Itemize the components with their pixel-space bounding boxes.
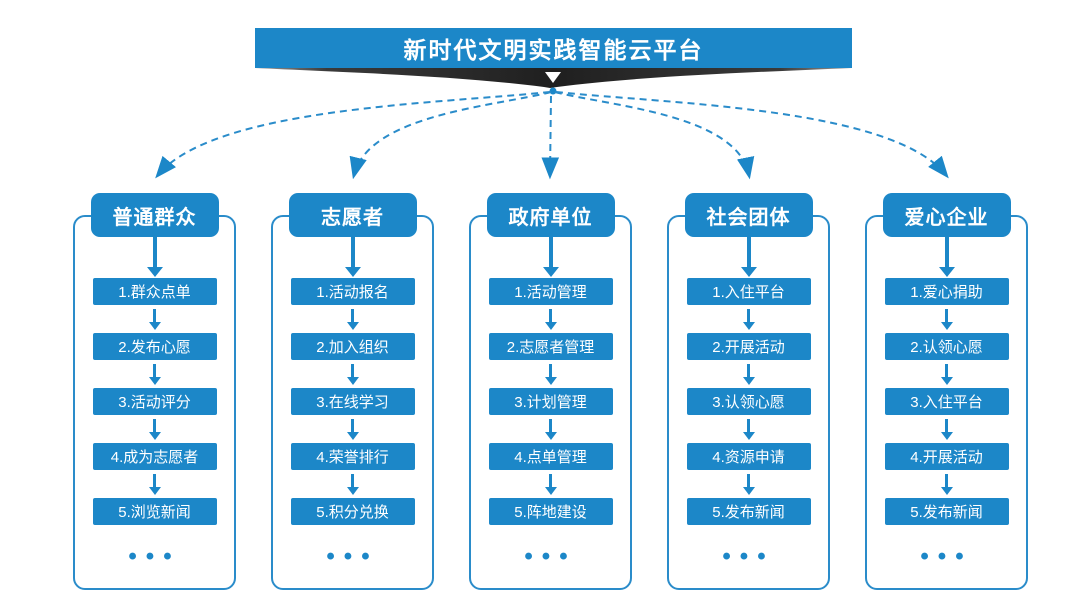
flow-steps: 1.爱心捐助 2.认领心愿 3.入住平台 4.开展活动 5.发布新闻 — [865, 278, 1028, 525]
column-header: 志愿者 — [288, 193, 417, 237]
flow-step: 1.入住平台 — [686, 278, 811, 305]
flow-step: 2.加入组织 — [290, 333, 415, 360]
down-arrow — [148, 415, 161, 443]
flow-step: 3.入住平台 — [884, 388, 1009, 415]
down-arrow — [544, 415, 557, 443]
down-arrow — [346, 305, 359, 333]
dashed-connector-enterprises — [555, 91, 949, 179]
flow-step: 1.爱心捐助 — [884, 278, 1009, 305]
down-arrow — [742, 470, 755, 498]
flow-step: 4.资源申请 — [686, 443, 811, 470]
dashed-connector-volunteers — [349, 91, 552, 180]
flow-step: 3.计划管理 — [488, 388, 613, 415]
flow-step: 2.发布心愿 — [92, 333, 217, 360]
down-arrow — [346, 415, 359, 443]
down-arrow — [742, 360, 755, 388]
flow-step: 5.积分兑换 — [290, 498, 415, 525]
flow-steps: 1.活动报名 2.加入组织 3.在线学习 4.荣誉排行 5.积分兑换 — [271, 278, 434, 525]
flow-step: 5.浏览新闻 — [92, 498, 217, 525]
flow-step: 5.阵地建设 — [488, 498, 613, 525]
down-arrow — [544, 305, 557, 333]
down-arrow — [940, 360, 953, 388]
platform-title-banner: 新时代文明实践智能云平台 — [255, 28, 852, 68]
ellipsis-dots: ••• — [128, 543, 181, 570]
flow-step: 4.点单管理 — [488, 443, 613, 470]
flow-step: 5.发布新闻 — [686, 498, 811, 525]
down-arrow — [938, 237, 955, 278]
flow-step: 3.认领心愿 — [686, 388, 811, 415]
flow-step: 4.开展活动 — [884, 443, 1009, 470]
dashed-connector-general-public — [155, 91, 551, 179]
dashed-connector-government — [541, 95, 560, 180]
column-header: 社会团体 — [684, 193, 813, 237]
flow-step: 3.在线学习 — [290, 388, 415, 415]
flow-step: 1.群众点单 — [92, 278, 217, 305]
down-arrow — [742, 415, 755, 443]
down-arrow — [544, 470, 557, 498]
flow-step: 2.志愿者管理 — [488, 333, 613, 360]
down-arrow — [346, 470, 359, 498]
flow-step: 5.发布新闻 — [884, 498, 1009, 525]
down-arrow — [148, 305, 161, 333]
down-arrow — [148, 470, 161, 498]
ellipsis-dots: ••• — [920, 543, 973, 570]
flow-step: 2.开展活动 — [686, 333, 811, 360]
column-header: 政府单位 — [486, 193, 615, 237]
flow-step: 1.活动管理 — [488, 278, 613, 305]
down-arrow — [544, 360, 557, 388]
down-arrow — [940, 415, 953, 443]
flow-step: 1.活动报名 — [290, 278, 415, 305]
flow-steps: 1.入住平台 2.开展活动 3.认领心愿 4.资源申请 5.发布新闻 — [667, 278, 830, 525]
column-header: 爱心企业 — [882, 193, 1011, 237]
down-arrow — [346, 360, 359, 388]
down-arrow — [742, 305, 755, 333]
down-arrow — [940, 305, 953, 333]
ellipsis-dots: ••• — [524, 543, 577, 570]
down-arrow — [542, 237, 559, 278]
column-header: 普通群众 — [90, 193, 219, 237]
down-arrow — [940, 470, 953, 498]
flow-step: 3.活动评分 — [92, 388, 217, 415]
banner-down-arrow-icon — [545, 72, 561, 83]
flow-step: 2.认领心愿 — [884, 333, 1009, 360]
ellipsis-dots: ••• — [326, 543, 379, 570]
connector-hub-dot — [549, 87, 557, 95]
flow-step: 4.成为志愿者 — [92, 443, 217, 470]
flow-steps: 1.活动管理 2.志愿者管理 3.计划管理 4.点单管理 5.阵地建设 — [469, 278, 632, 525]
down-arrow — [148, 360, 161, 388]
flow-step: 4.荣誉排行 — [290, 443, 415, 470]
dashed-connector-social-groups — [554, 91, 755, 180]
down-arrow — [146, 237, 163, 278]
ellipsis-dots: ••• — [722, 543, 775, 570]
flow-steps: 1.群众点单 2.发布心愿 3.活动评分 4.成为志愿者 5.浏览新闻 — [73, 278, 236, 525]
down-arrow — [344, 237, 361, 278]
down-arrow — [740, 237, 757, 278]
platform-title: 新时代文明实践智能云平台 — [403, 37, 704, 63]
